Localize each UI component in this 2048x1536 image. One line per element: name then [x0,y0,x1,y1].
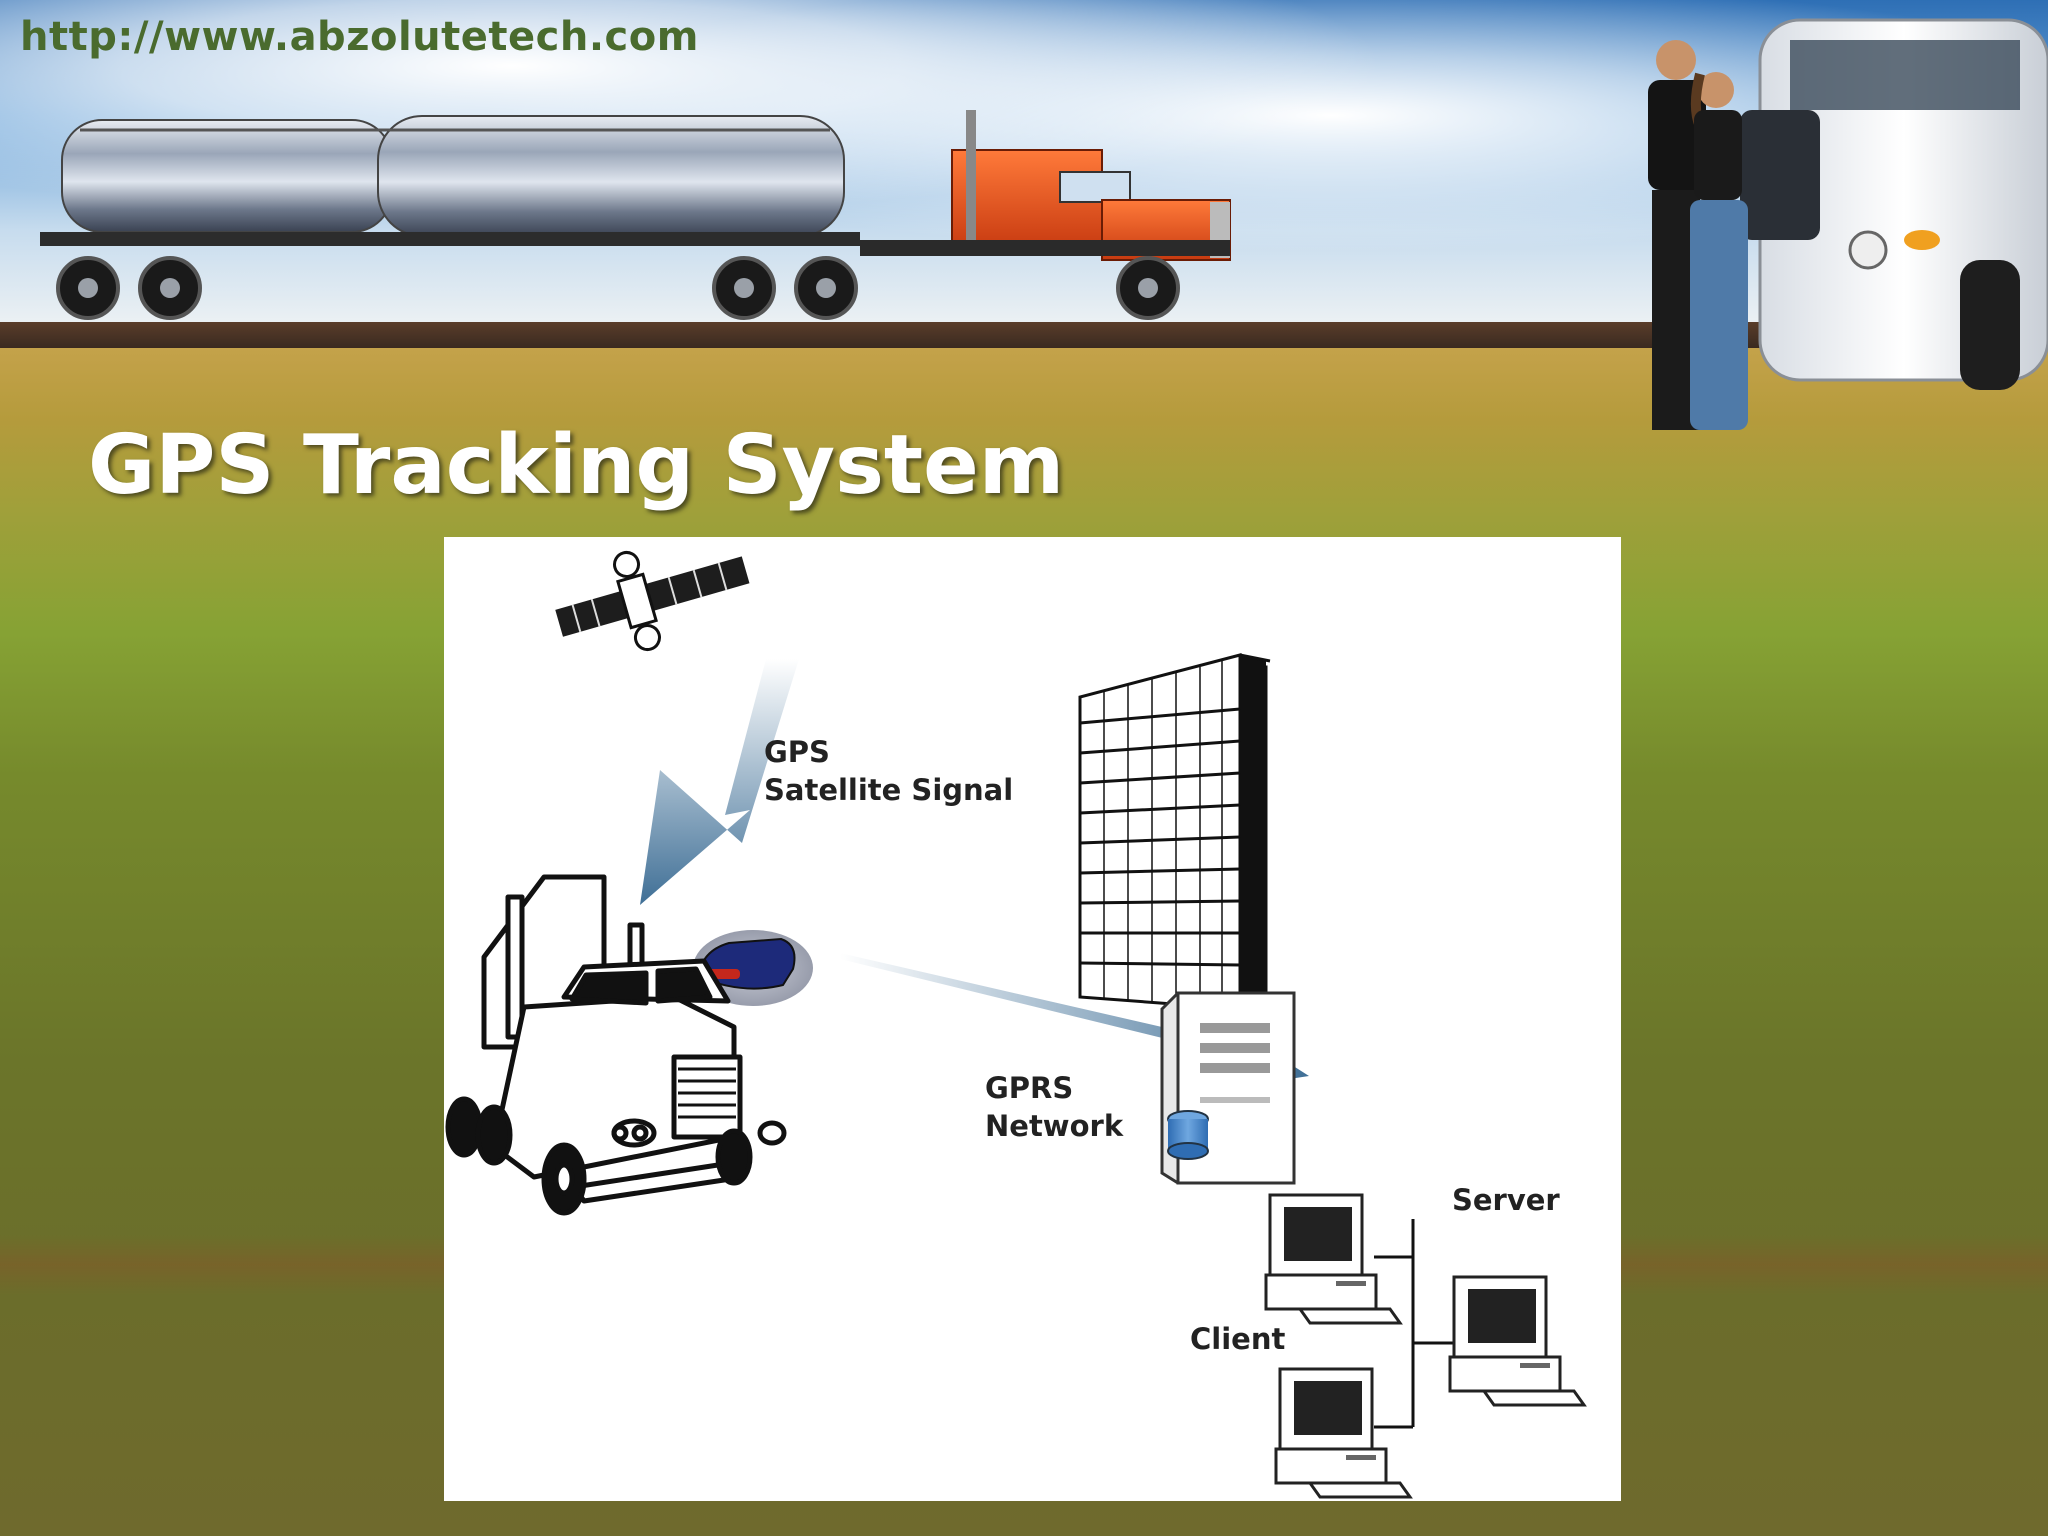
satellite-icon [555,550,750,652]
tanker-truck-icon [40,110,1231,320]
gps-label-line1: GPS [764,735,830,769]
gps-label-line2: Satellite Signal [764,773,1014,807]
building-icon [1078,653,1271,1011]
white-truck-icon [1740,18,2048,390]
gprs-label-line2: Network [985,1109,1124,1143]
couple-illustration [1648,40,1748,430]
gprs-label-line1: GPRS [985,1071,1074,1105]
gprs-network-label: GPRS Network [985,1069,1123,1145]
gps-satellite-signal-label: GPS Satellite Signal [764,733,1013,809]
client-computer-icon [1274,1367,1413,1499]
client-label: Client [1190,1322,1286,1356]
client-computer-icon [1264,1193,1403,1325]
truck-icon [445,874,787,1216]
server-label: Server [1452,1183,1560,1217]
gps-signal-arrow-icon [640,659,799,905]
website-url[interactable]: http://www.abzolutetech.com [20,14,699,60]
page-title: GPS Tracking System [88,418,1065,513]
header-illustration [40,18,2048,430]
gps-device-icon [693,930,813,1006]
server-icon [1160,991,1296,1185]
diagram-panel: GPS Satellite Signal GPRS Network Server… [444,537,1621,1501]
server-computer-icon [1448,1275,1587,1407]
network-lines [1374,1219,1454,1429]
